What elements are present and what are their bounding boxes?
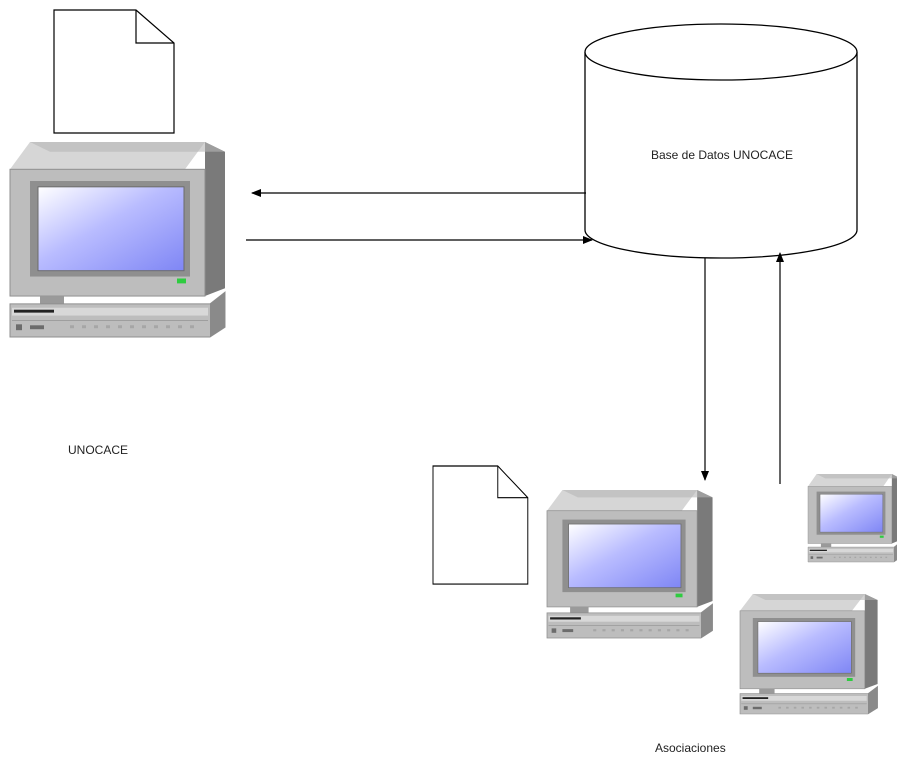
asociaciones-label: Asociaciones xyxy=(655,741,726,755)
assoc-computer-icon xyxy=(739,593,878,715)
main-computer-icon xyxy=(9,141,226,338)
assoc-computer-icon xyxy=(807,473,897,563)
database-cylinder-icon xyxy=(584,23,858,259)
assoc-computer-icon xyxy=(546,489,713,639)
unocace-label: UNOCACE xyxy=(68,443,129,457)
database-label: Base de Datos UNOCACE xyxy=(650,148,794,162)
main-document-icon xyxy=(53,9,175,134)
assoc-document-icon xyxy=(432,465,529,585)
